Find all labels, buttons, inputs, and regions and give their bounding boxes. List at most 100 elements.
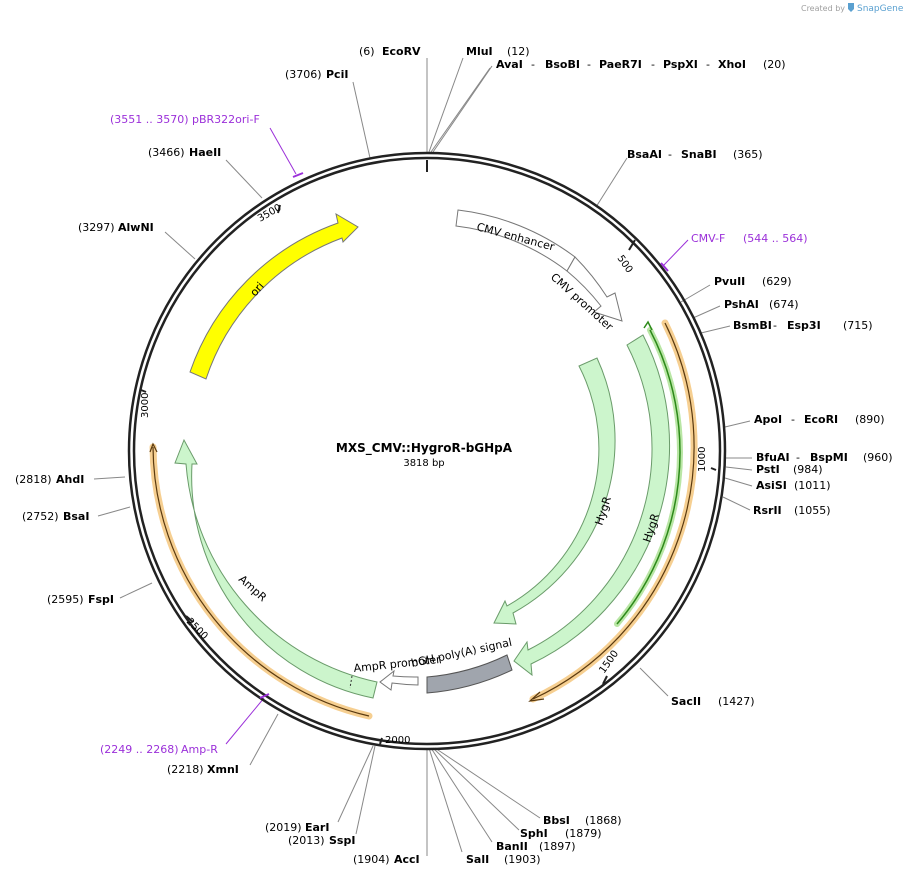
tick-500: 500: [615, 253, 635, 275]
feature-bgh-polya[interactable]: [426, 654, 513, 694]
site-haeii-pos: (3466): [148, 146, 185, 159]
feature-ampr[interactable]: [174, 438, 378, 699]
site-asisi[interactable]: AsiSI (1011): [756, 479, 831, 492]
site-ecorv[interactable]: (6) EcoRV: [359, 45, 421, 58]
site-bsobi-name: BsoBI: [545, 58, 580, 71]
site-bsmbi-pos: (715): [843, 319, 873, 332]
site-pvuii-pos: (629): [762, 275, 792, 288]
site-psti[interactable]: PstI (984): [756, 463, 823, 476]
site-pshai-name: PshAI: [724, 298, 759, 311]
site-acci[interactable]: (1904) AccI: [353, 853, 420, 866]
site-paer7i-name: PaeR7I: [599, 58, 642, 71]
tick-1000: 1000: [697, 447, 708, 472]
site-bsai[interactable]: (2752) BsaI: [22, 510, 89, 523]
site-mlui[interactable]: MluI (12): [466, 45, 530, 58]
site-bbsi[interactable]: BbsI (1868): [543, 814, 622, 827]
orf-hygr-highlight: [528, 319, 698, 703]
site-sspi-pos: (2013): [288, 834, 325, 847]
site-ahdi[interactable]: (2818) AhdI: [15, 473, 84, 486]
feature-hygr-inner[interactable]: [493, 357, 616, 625]
site-aval-sep-2: -: [587, 58, 591, 71]
site-sali-pos: (1903): [504, 853, 541, 866]
site-bbsi-pos: (1868): [585, 814, 622, 827]
site-fspi[interactable]: (2595) FspI: [47, 593, 114, 606]
site-bsmbi[interactable]: BsmBI - Esp3I (715): [733, 319, 873, 332]
orf-hygr-green: [614, 320, 683, 627]
site-fspi-pos: (2595): [47, 593, 84, 606]
feature-ori[interactable]: [189, 212, 359, 380]
site-xhoi-name: XhoI: [718, 58, 746, 71]
site-aval-pos: (20): [763, 58, 786, 71]
site-eari[interactable]: (2019) EarI: [265, 821, 329, 834]
tick-3500: 3500: [256, 202, 284, 224]
site-ecorv-pos: (6): [359, 45, 375, 58]
site-pcil[interactable]: (3706) PciI: [285, 68, 348, 81]
site-bfuai[interactable]: BfuAI - BspMI (960): [756, 451, 893, 464]
site-rsrii[interactable]: RsrII (1055): [753, 504, 831, 517]
site-alwni[interactable]: (3297) AlwNI: [78, 221, 154, 234]
site-pbr322ori-primer[interactable]: (3551 .. 3570) pBR322ori-F: [110, 113, 260, 126]
site-sacii[interactable]: SacII (1427): [671, 695, 755, 708]
credit-brand: SnapGene: [857, 4, 904, 14]
feature-ampr-promoter[interactable]: [379, 669, 419, 691]
site-sspi-name: SspI: [329, 834, 355, 847]
site-aval-group[interactable]: AvaI - BsoBI - PaeR7I - PspXI - XhoI (20…: [496, 58, 786, 71]
site-apoi-pos: (890): [855, 413, 885, 426]
site-banii[interactable]: BanII (1897): [496, 840, 576, 853]
site-fspi-name: FspI: [88, 593, 114, 606]
site-xmni-pos: (2218): [167, 763, 204, 776]
orf-ampr-highlight: [149, 442, 373, 720]
site-cmvf-primer[interactable]: CMV-F (544 .. 564): [691, 232, 808, 245]
site-apoi-name: ApoI: [754, 413, 782, 426]
site-sphi-name: SphI: [520, 827, 548, 840]
site-ecorv-name: EcoRV: [382, 45, 421, 58]
backbone: [127, 151, 727, 751]
site-acci-pos: (1904): [353, 853, 390, 866]
site-ahdi-pos: (2818): [15, 473, 52, 486]
site-xmni-name: XmnI: [207, 763, 239, 776]
site-bbsi-name: BbsI: [543, 814, 570, 827]
site-mlui-pos: (12): [507, 45, 530, 58]
site-xmni[interactable]: (2218) XmnI: [167, 763, 239, 776]
site-bsai-pos: (2752): [22, 510, 59, 523]
site-pvuii[interactable]: PvuII (629): [714, 275, 792, 288]
site-acci-name: AccI: [394, 853, 420, 866]
site-haeii-name: HaeII: [189, 146, 221, 159]
site-pcil-pos: (3706): [285, 68, 322, 81]
map-title: MXS_CMV::HygroR-bGHpA: [336, 441, 513, 456]
site-esp3i-name: Esp3I: [787, 319, 821, 332]
site-pshai[interactable]: PshAI (674): [724, 298, 799, 311]
site-apoi[interactable]: ApoI - EcoRI (890): [754, 413, 885, 426]
site-bsaai[interactable]: BsaAI - SnaBI (365): [627, 148, 763, 161]
tick-3000: 3000: [140, 393, 151, 418]
label-ampr-promoter: AmpR promoter: [353, 653, 442, 675]
site-sali[interactable]: SalI (1903): [466, 853, 541, 866]
snapgene-logo-icon: [848, 3, 854, 12]
site-pvuii-name: PvuII: [714, 275, 745, 288]
feature-hygr-outer[interactable]: [513, 334, 671, 677]
primer-pbr322ori-name: pBR322ori-F: [192, 113, 260, 126]
primer-pbr322ori-range: (3551 .. 3570): [110, 113, 189, 126]
site-banii-name: BanII: [496, 840, 528, 853]
site-aval-sep-1: -: [531, 58, 535, 71]
site-bsmbi-name: BsmBI: [733, 319, 772, 332]
tick-2000: 2000: [385, 735, 410, 746]
site-bsmbi-sep: -: [773, 319, 777, 332]
primer-ampr-name: Amp-R: [181, 743, 218, 756]
site-mlui-name: MluI: [466, 45, 493, 58]
primer-ampr-range: (2249 .. 2268): [100, 743, 179, 756]
site-sacii-name: SacII: [671, 695, 701, 708]
site-haeii[interactable]: (3466) HaeII: [148, 146, 221, 159]
feature-cmv-promoter[interactable]: [566, 256, 623, 322]
site-bfuai-sep: -: [796, 451, 800, 464]
primer-marks: [259, 172, 669, 699]
site-alwni-pos: (3297): [78, 221, 115, 234]
site-bsaai-name: BsaAI: [627, 148, 662, 161]
site-sspi[interactable]: (2013) SspI: [288, 834, 355, 847]
site-ampr-primer[interactable]: (2249 .. 2268) Amp-R: [100, 743, 218, 756]
site-bsaai-sep: -: [668, 148, 672, 161]
map-length: 3818 bp: [403, 458, 444, 469]
site-sphi[interactable]: SphI (1879): [520, 827, 602, 840]
site-eari-pos: (2019): [265, 821, 302, 834]
site-psti-name: PstI: [756, 463, 780, 476]
